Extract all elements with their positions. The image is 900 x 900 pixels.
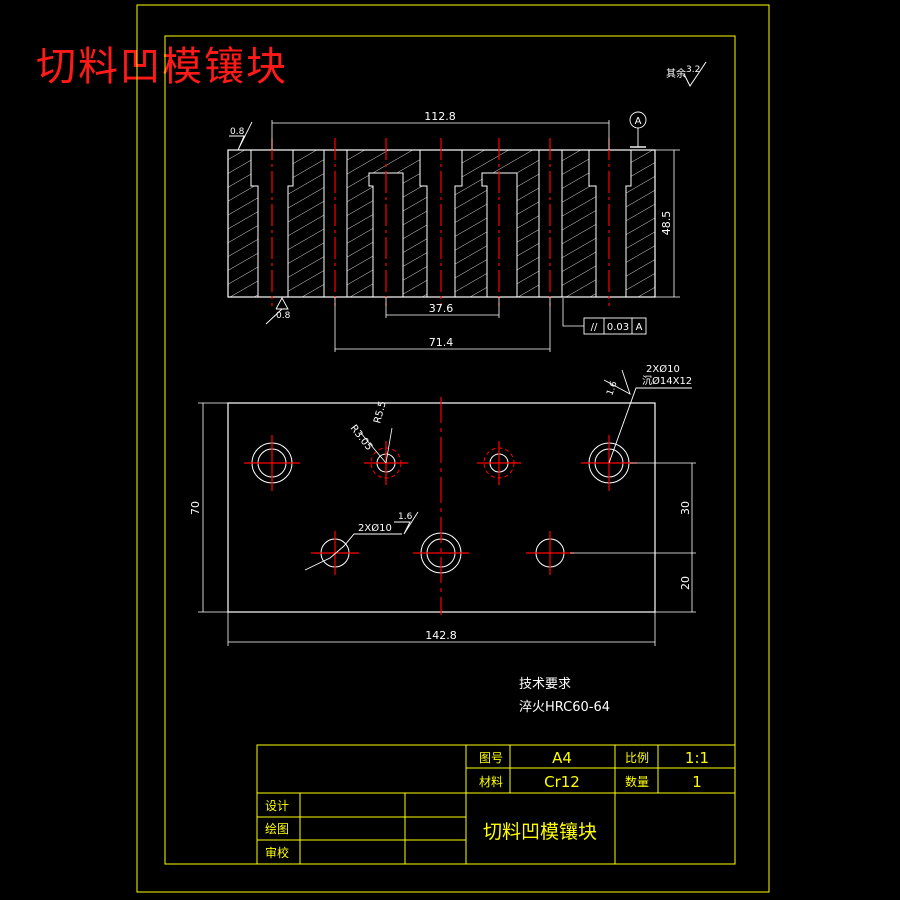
roughness-symbol-icon — [683, 61, 707, 87]
tech-req-heading: 技术要求 — [519, 677, 571, 692]
tolerance-frame — [583, 317, 647, 335]
tolerance-symbol: // — [591, 322, 598, 333]
tb-scale-label: 比例 — [625, 751, 649, 765]
tb-material-value: Cr12 — [544, 773, 580, 791]
dim-plan-width: 142.8 — [425, 629, 457, 642]
tb-review-label: 审校 — [265, 845, 289, 860]
dim-plan-height: 70 — [189, 501, 202, 515]
dim-30: 30 — [679, 501, 692, 515]
dim-outer-spacing: 71.4 — [429, 336, 454, 349]
tb-drawing-no-value: A4 — [552, 749, 572, 767]
dim-height: 48.5 — [660, 211, 673, 236]
tb-quantity-value: 1 — [692, 773, 702, 791]
plan-view: 142.8 70 30 20 2XØ10 沉Ø14X12 1.6 R3.05 R… — [189, 363, 696, 646]
roughness-left-icon — [229, 121, 253, 151]
callout-rough-right-icon — [603, 369, 631, 395]
tb-drawing-no-label: 图号 — [479, 751, 503, 765]
drawing-big-title: 切料凹模镶块 — [36, 44, 288, 90]
callout-holes-left: 2XØ10 — [358, 522, 392, 534]
callout-rough-right: 1.6 — [605, 380, 619, 397]
callout-holes-right-line1: 2XØ10 — [646, 363, 680, 375]
roughness-note-label: 其余 — [666, 67, 686, 80]
roughness-left-top: 0.8 — [230, 127, 245, 137]
tb-part-name: 切料凹模镶块 — [483, 821, 597, 843]
roughness-note-value: 3.2 — [686, 65, 700, 75]
tb-quantity-label: 数量 — [625, 774, 649, 789]
tb-scale-value: 1:1 — [685, 749, 709, 767]
tb-design-label: 设计 — [265, 799, 289, 813]
tolerance-datum: A — [636, 322, 643, 333]
roughness-note: 其余 3.2 — [666, 61, 707, 87]
section-view: 112.8 A 48.5 0.8 0.8 37.6 — [227, 110, 680, 352]
roughness-bottom-icon — [275, 297, 289, 310]
dim-hole-spacing: 37.6 — [429, 302, 454, 315]
dim-total-width: 112.8 — [424, 110, 456, 123]
tb-draw-label: 绘图 — [265, 821, 289, 836]
callout-rough-left-icon — [394, 511, 419, 535]
outer-sheet-border — [136, 4, 770, 893]
radius-small: R3.05 — [348, 423, 375, 453]
title-block — [256, 744, 736, 865]
callout-holes-right-line2: 沉Ø14X12 — [642, 374, 692, 387]
roughness-bottom: 0.8 — [276, 311, 291, 321]
dim-20: 20 — [679, 576, 692, 590]
tb-material-label: 材料 — [479, 775, 503, 789]
tolerance-value: 0.03 — [607, 322, 629, 333]
tech-req-line1: 淬火HRC60-64 — [519, 700, 610, 715]
datum-label: A — [635, 116, 642, 127]
callout-rough-left: 1.6 — [398, 512, 413, 522]
